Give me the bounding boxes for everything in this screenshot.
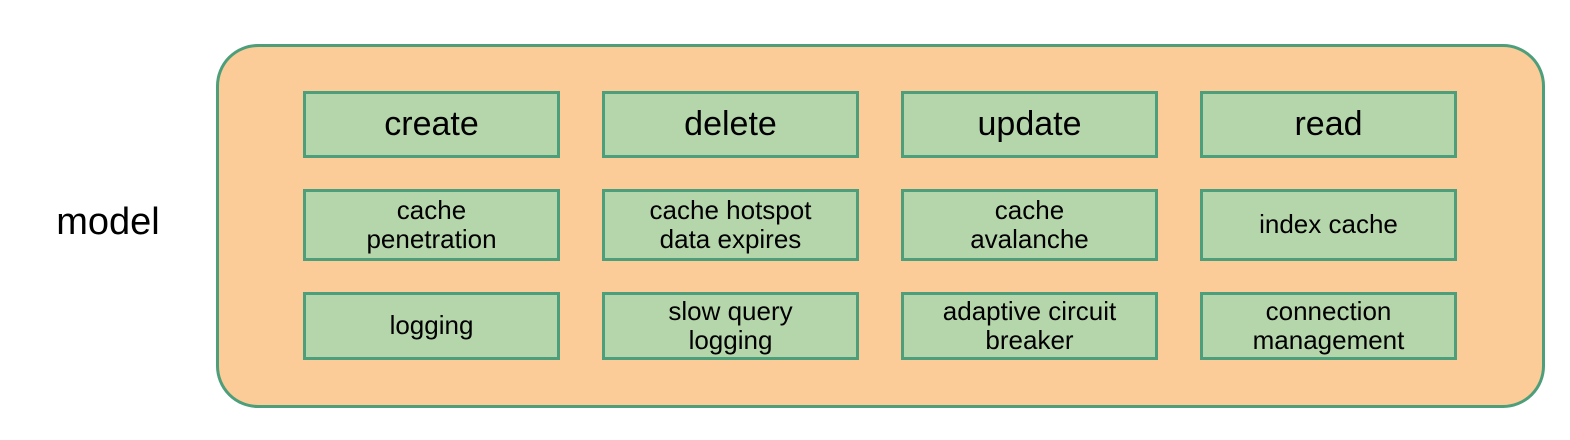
node-create[interactable]: create	[303, 91, 560, 158]
node-cache-penetration[interactable]: cache penetration	[303, 189, 560, 261]
node-adaptive-circuit-breaker-label: adaptive circuit breaker	[942, 295, 1117, 355]
node-logging-label: logging	[389, 310, 474, 341]
node-slow-query-logging[interactable]: slow query logging	[602, 292, 859, 360]
node-cache-penetration-label: cache penetration	[366, 194, 497, 254]
node-grid: create delete update read cache penetrat…	[303, 91, 1458, 361]
node-create-label: create	[384, 105, 479, 144]
node-update-label: update	[977, 105, 1082, 144]
model-group-container: create delete update read cache penetrat…	[216, 44, 1545, 408]
node-index-cache-label: index cache	[1259, 209, 1398, 240]
node-index-cache[interactable]: index cache	[1200, 189, 1457, 261]
node-cache-avalanche-label: cache avalanche	[970, 194, 1089, 254]
node-adaptive-circuit-breaker[interactable]: adaptive circuit breaker	[901, 292, 1158, 360]
node-delete-label: delete	[684, 105, 777, 144]
node-cache-avalanche[interactable]: cache avalanche	[901, 189, 1158, 261]
node-logging[interactable]: logging	[303, 292, 560, 360]
node-connection-management[interactable]: connection management	[1200, 292, 1457, 360]
node-read[interactable]: read	[1200, 91, 1457, 158]
node-delete[interactable]: delete	[602, 91, 859, 158]
node-cache-hotspot-data-expires-label: cache hotspot data expires	[649, 194, 812, 254]
node-connection-management-label: connection management	[1252, 295, 1405, 355]
node-cache-hotspot-data-expires[interactable]: cache hotspot data expires	[602, 189, 859, 261]
node-update[interactable]: update	[901, 91, 1158, 158]
node-slow-query-logging-label: slow query logging	[668, 295, 793, 355]
node-read-label: read	[1294, 105, 1363, 144]
model-group-label: model	[56, 201, 160, 243]
